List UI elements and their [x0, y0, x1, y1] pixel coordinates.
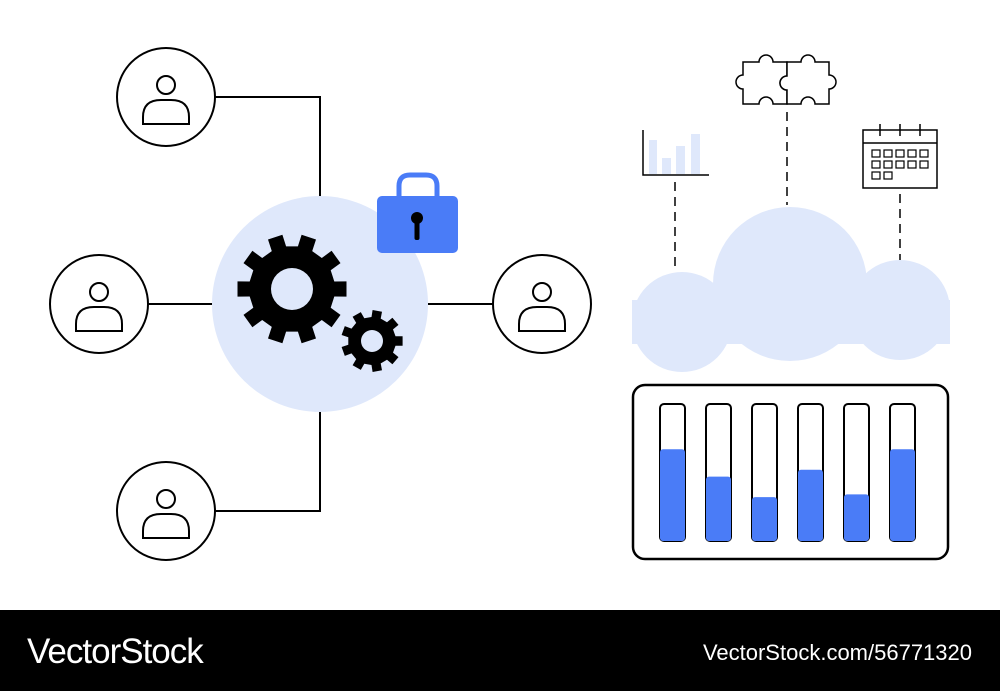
equalizer-bar [889, 403, 916, 542]
image-id-label: VectorStock.com/56771320 [702, 640, 972, 665]
puzzle-icon [735, 54, 837, 105]
watermark-footer: VectorStock VectorStock.com/56771320 [0, 610, 1000, 691]
equalizer-bar [705, 403, 732, 542]
gear-icon [341, 310, 403, 372]
equalizer-bar [751, 403, 778, 542]
lock-icon [377, 172, 458, 253]
user-icon [492, 254, 592, 354]
user-icon [116, 461, 216, 561]
cloud-icon [632, 207, 950, 372]
equalizer-bar [659, 403, 686, 542]
gear-icon [237, 234, 347, 344]
cloud-connectors [674, 112, 901, 272]
calendar-icon [862, 124, 938, 189]
network-illustration [49, 47, 950, 561]
equalizer-panel [631, 383, 950, 561]
bar-chart-icon [642, 130, 709, 176]
equalizer-bar [797, 403, 824, 542]
brand-logo: VectorStock [27, 632, 204, 671]
user-icon [116, 47, 216, 147]
connector-lines [148, 96, 493, 512]
equalizer-bar [843, 403, 870, 542]
user-icon [49, 254, 149, 354]
